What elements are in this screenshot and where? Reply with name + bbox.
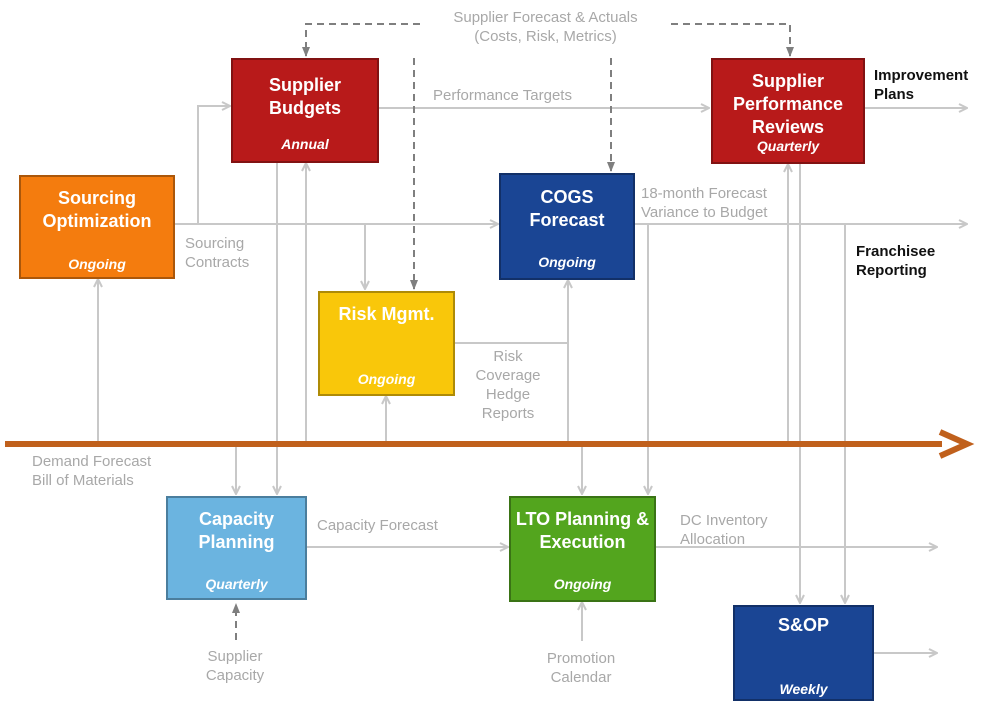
label-line: Franchisee	[856, 243, 936, 260]
dashed-connector-to-reviews	[671, 23, 794, 57]
dashed-connectors	[232, 23, 794, 640]
label-line: Plans	[874, 86, 915, 103]
label-line: Bill of Materials	[32, 472, 134, 489]
node-title: Sourcing Optimization	[42, 188, 152, 231]
node-frequency: Ongoing	[357, 371, 416, 387]
label-line: Variance to Budget	[641, 204, 768, 221]
node-title: Supplier Performance Reviews	[732, 71, 844, 137]
label-promotion-calendar: Promotion Calendar	[531, 649, 631, 687]
node-title: Capacity Planning	[198, 509, 275, 552]
label-dc-inventory-allocation: DC Inventory Allocation	[680, 511, 768, 549]
label-line: Calendar	[550, 669, 612, 686]
dashed-connector-to-budgets	[302, 23, 420, 57]
label-supplier-forecast-actuals: Supplier Forecast & Actuals (Costs, Risk…	[420, 8, 671, 46]
label-sourcing-contracts: Sourcing Contracts	[185, 234, 249, 272]
node-risk-management: Risk Mgmt. Ongoing	[318, 291, 455, 396]
label-performance-targets: Performance Targets	[433, 87, 572, 104]
label-line: Supplier Forecast & Actuals	[453, 9, 638, 26]
connectors	[98, 106, 967, 653]
node-capacity-planning: Capacity Planning Quarterly	[166, 496, 307, 600]
label-capacity-forecast: Capacity Forecast	[317, 517, 438, 534]
connector-sourcing-to-budgets	[175, 106, 230, 225]
label-demand-forecast: Demand Forecast Bill of Materials	[32, 452, 151, 490]
label-line: Allocation	[680, 531, 746, 548]
node-sourcing-optimization: Sourcing Optimization Ongoing	[19, 175, 175, 279]
timeline-arrow	[5, 429, 975, 459]
label-line: Hedge	[485, 386, 531, 403]
label-line: Sourcing	[185, 235, 245, 252]
node-title: Supplier Budgets	[268, 75, 341, 118]
node-title: Risk Mgmt.	[338, 304, 435, 324]
node-title: S&OP	[777, 615, 829, 635]
node-frequency: Quarterly	[756, 138, 820, 154]
label-line: Promotion	[546, 650, 616, 667]
label-line: Reporting	[856, 262, 927, 279]
label-line: (Costs, Risk, Metrics)	[474, 28, 617, 45]
label-line: Coverage	[475, 367, 541, 384]
node-sop: S&OP Weekly	[733, 605, 874, 701]
node-cogs-forecast: COGS Forecast Ongoing	[499, 173, 635, 280]
label-forecast-variance: 18-month Forecast Variance to Budget	[641, 184, 767, 222]
label-line: Contracts	[185, 254, 250, 271]
node-frequency: Ongoing	[68, 256, 126, 272]
label-line: Capacity	[205, 667, 265, 684]
node-frequency: Ongoing	[538, 254, 596, 270]
node-lto-planning-execution: LTO Planning & Execution Ongoing	[509, 496, 656, 602]
label-line: Improvement	[874, 67, 969, 84]
node-title: COGS Forecast	[529, 187, 605, 230]
label-line: Supplier	[207, 648, 263, 665]
label-line: Risk	[493, 348, 523, 365]
label-supplier-capacity: Supplier Capacity	[190, 647, 280, 685]
label-line: DC Inventory	[680, 512, 768, 529]
node-supplier-performance-reviews: Supplier Performance Reviews Quarterly	[711, 58, 865, 164]
node-title: LTO Planning & Execution	[515, 509, 650, 552]
label-line: 18-month Forecast	[641, 185, 767, 202]
label-risk-coverage-hedge-reports: Risk Coverage Hedge Reports	[468, 347, 548, 423]
label-improvement-plans: Improvement Plans	[874, 66, 968, 104]
label-franchisee-reporting: Franchisee Reporting	[856, 242, 935, 280]
label-line: Demand Forecast	[32, 453, 152, 470]
node-frequency: Annual	[281, 136, 329, 152]
node-supplier-budgets: Supplier Budgets Annual	[231, 58, 379, 163]
node-frequency: Weekly	[779, 681, 828, 697]
node-frequency: Ongoing	[553, 576, 612, 592]
label-line: Reports	[481, 405, 535, 422]
node-frequency: Quarterly	[205, 576, 268, 592]
